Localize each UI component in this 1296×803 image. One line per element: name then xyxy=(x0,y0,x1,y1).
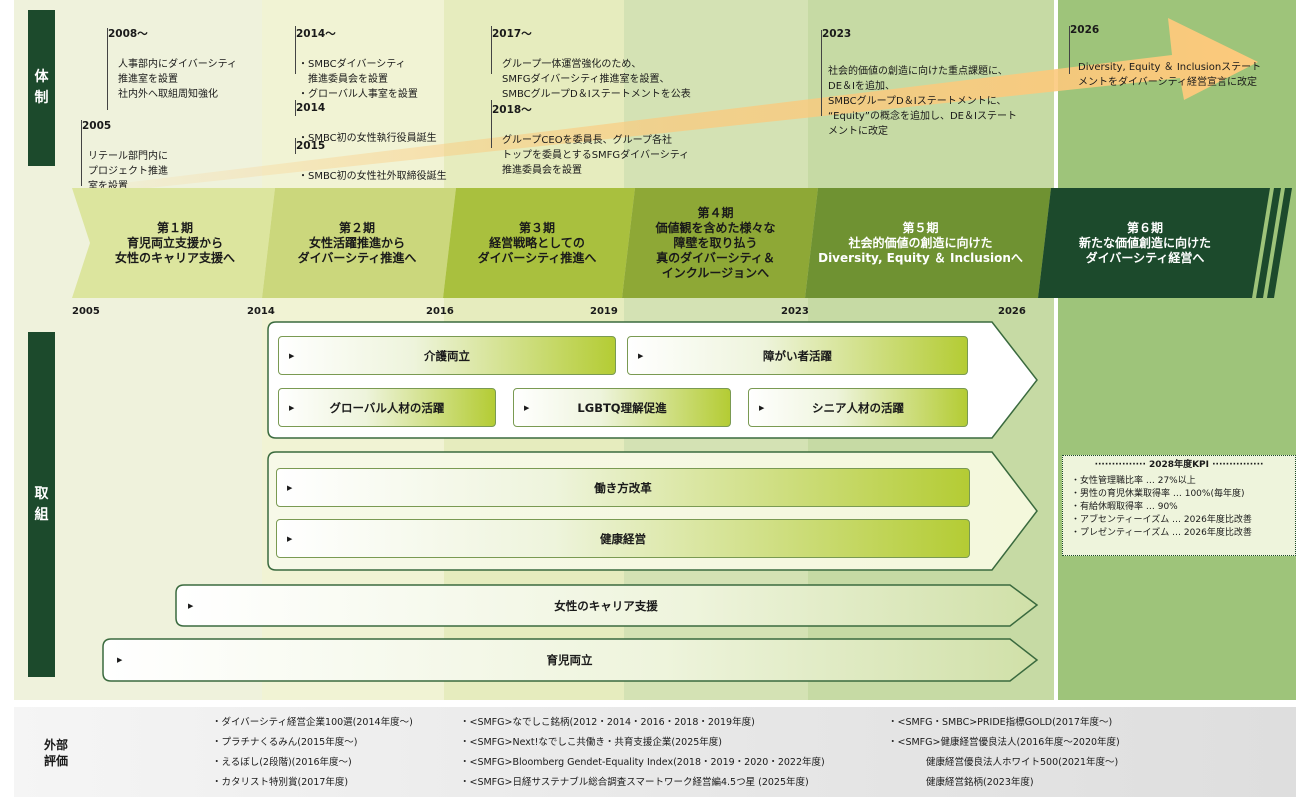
triangle-icon: ▶ xyxy=(638,351,644,360)
phase-6-stripe-2 xyxy=(1267,188,1292,298)
kpi-item: ・プレゼンティーイズム … 2026年度比改善 xyxy=(1071,528,1252,538)
initiative-senior: ▶ シニア人材の活躍 xyxy=(748,388,968,427)
tick-line-2005 xyxy=(81,120,82,186)
section-label-taisei: 体 制 xyxy=(28,10,55,166)
tick-line-2018 xyxy=(491,100,492,148)
tick-line-2017 xyxy=(491,26,492,74)
triangle-icon: ▶ xyxy=(289,403,295,412)
entry-2005: 2005 リテール部門内に プロジェクト推進 室を設置 xyxy=(82,120,168,192)
initiative-lgbtq: ▶ LGBTQ理解促進 xyxy=(513,388,731,427)
tick-line-2014a xyxy=(295,26,296,74)
year-label-2014: 2014 xyxy=(247,306,275,317)
phase-1-label: 第１期 育児両立支援から 女性のキャリア支援へ xyxy=(114,220,235,265)
band-period-6 xyxy=(1058,0,1296,700)
entry-2014-officer: 2014 ・SMBC初の女性執行役員誕生 xyxy=(296,102,437,144)
phase-4-shape xyxy=(622,188,818,298)
initiative-ikuji: ▶ 育児両立 xyxy=(117,653,593,667)
triangle-icon: ▶ xyxy=(287,483,293,492)
phase-6-stripe-1 xyxy=(1256,188,1281,298)
tick-line-2014b xyxy=(295,100,296,116)
year-label-2016: 2016 xyxy=(426,306,454,317)
band-period-1 xyxy=(14,0,262,700)
kpi-item: ・男性の育児休業取得率 … 100%(毎年度) xyxy=(1071,489,1245,499)
phase-4-label: 第４期 価値観を含めた様々な 障壁を取り払う 真のダイバーシティ＆ インクルージ… xyxy=(655,205,776,280)
kpi-item: ・有給休暇取得率 … 90% xyxy=(1071,502,1178,512)
entry-2017: 2017～ グループ一体運営強化のため、 SMFGダイバーシティ推進室を設置、 … xyxy=(492,28,691,100)
tick-line-2023 xyxy=(821,30,822,116)
external-evaluation-footer: 外部 評価 ・ダイバーシティ経営企業100選(2014年度～) ・プラチナくるみ… xyxy=(14,707,1296,797)
entry-2008: 2008～ 人事部内にダイバーシティ 推進室を設置 社内外へ取組周知強化 xyxy=(108,28,237,100)
initiative-shogai: ▶ 障がい者活躍 xyxy=(627,336,968,375)
initiative-kenko: ▶ 健康経営 xyxy=(276,519,970,558)
phase-2-shape xyxy=(262,188,456,298)
triangle-icon: ▶ xyxy=(117,656,123,664)
phase-5-shape xyxy=(805,188,1051,298)
kpi-item: ・アブセンティーイズム … 2026年度比改善 xyxy=(1071,515,1252,525)
year-label-2026: 2026 xyxy=(998,306,1026,317)
footer-col-3: ・<SMFG・SMBC>PRIDE指標GOLD(2017年度～) ・<SMFG>… xyxy=(888,717,1120,788)
entry-2014-committee: 2014～ ・SMBCダイバーシティ 推進委員会を設置 ・グローバル人事室を設置 xyxy=(296,28,418,100)
progress-arrow xyxy=(82,18,1258,195)
year-label-2023: 2023 xyxy=(781,306,809,317)
phase-5-label: 第５期 社会的価値の創造に向けた Diversity, Equity ＆ Inc… xyxy=(818,220,1023,265)
tick-line-2015 xyxy=(295,138,296,154)
section-label-torikumi: 取 組 xyxy=(28,332,55,677)
triangle-icon: ▶ xyxy=(524,403,530,412)
triangle-icon: ▶ xyxy=(188,601,194,610)
footer-col-2: ・<SMFG>なでしこ銘柄(2012・2014・2016・2018・2019年度… xyxy=(460,717,825,788)
initiative-hatarakikata: ▶ 働き方改革 xyxy=(276,468,970,507)
phase-3-label: 第３期 経営戦略としての ダイバーシティ推進へ xyxy=(477,220,597,265)
kpi-box: ··············· 2028年度KPI ··············… xyxy=(1062,455,1296,556)
phase-chevrons xyxy=(72,188,1292,298)
triangle-icon: ▶ xyxy=(759,403,765,412)
triangle-icon: ▶ xyxy=(287,534,293,543)
phase-1-shape xyxy=(72,188,275,298)
entry-2015: 2015 ・SMBC初の女性社外取締役誕生 xyxy=(296,140,447,182)
entry-2018: 2018～ グループCEOを委員長、グループ各社 トップを委員とするSMFGダイ… xyxy=(492,104,690,176)
phase-3-shape xyxy=(443,188,635,298)
initiative-global: ▶ グローバル人材の活躍 xyxy=(278,388,496,427)
phase-6-shape xyxy=(1038,188,1270,298)
triangle-icon: ▶ xyxy=(289,351,295,360)
footer-label: 外部 評価 xyxy=(44,738,69,768)
initiative-career: ▶ 女性のキャリア支援 xyxy=(188,598,658,613)
initiative-kaigo: ▶ 介護両立 xyxy=(278,336,616,375)
entry-2026: 2026 Diversity, Equity ＆ Inclusionステート メ… xyxy=(1070,24,1262,88)
entry-2023: 2023 社会的価値の創造に向けた重点課題に、 DE＆Iを追加、 SMBCグルー… xyxy=(822,28,1017,137)
year-label-2019: 2019 xyxy=(590,306,618,317)
phase-6-label: 第６期 新たな価値創造に向けた ダイバーシティ経営へ xyxy=(1078,220,1211,265)
tick-line-2026 xyxy=(1069,26,1070,74)
kpi-item: ・女性管理職比率 … 27%以上 xyxy=(1071,476,1196,486)
phase-2-label: 第２期 女性活躍推進から ダイバーシティ推進へ xyxy=(297,220,417,265)
year-label-2005: 2005 xyxy=(72,306,100,317)
kpi-title: ··············· 2028年度KPI ··············… xyxy=(1094,460,1264,470)
tick-line-2008 xyxy=(107,28,108,110)
arrow-frame-career xyxy=(175,584,1039,627)
arrow-frame-ikuji xyxy=(102,638,1039,682)
footer-col-1: ・ダイバーシティ経営企業100選(2014年度～) ・プラチナくるみん(2015… xyxy=(212,717,413,788)
